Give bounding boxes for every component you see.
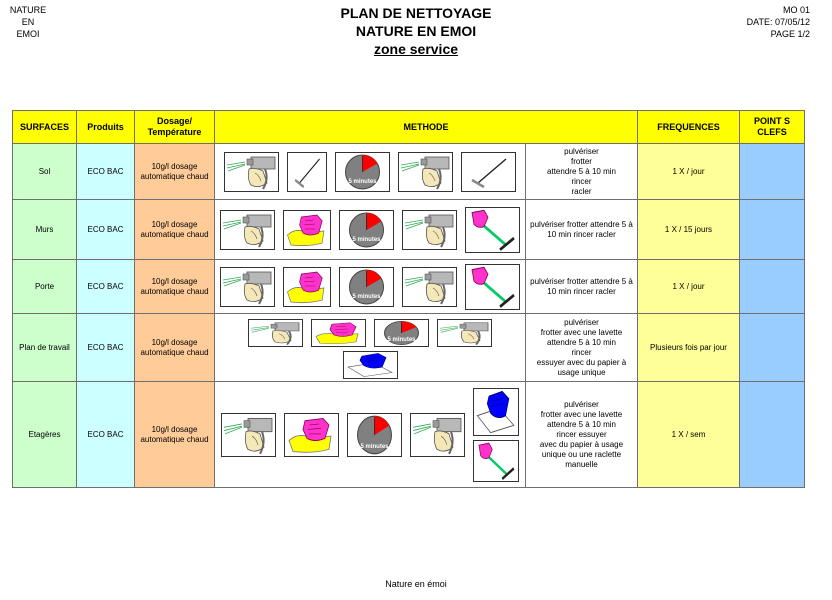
- method-description: pulvériser frotter attendre 5 à 10 min r…: [525, 143, 638, 200]
- wipe-paper-icon: [473, 388, 519, 436]
- spray-bottle-icon: [248, 319, 303, 347]
- clock-label: 5 minutes: [387, 337, 416, 343]
- key-points-cell: [739, 313, 805, 382]
- title-main: PLAN DE NETTOYAGE: [340, 5, 492, 21]
- spray-bottle-icon: [224, 151, 279, 192]
- product-cell: ECO BAC: [76, 143, 135, 200]
- header-frequences: FREQUENCES: [637, 110, 740, 144]
- dosage-cell: 10g/l dosage automatique chaud: [134, 313, 215, 382]
- dosage-cell: 10g/l dosage automatique chaud: [134, 259, 215, 314]
- table-row: Plan de travail ECO BAC 10g/l dosage aut…: [12, 313, 805, 382]
- clock-icon: 5 minutes: [347, 413, 402, 457]
- product-cell: ECO BAC: [76, 313, 135, 382]
- scrub-cloth-icon: [284, 413, 339, 457]
- frequency-cell: Plusieurs fois par jour: [637, 313, 740, 382]
- clock-icon: 5 minutes: [339, 209, 394, 250]
- floor-squeegee-icon: [287, 151, 327, 192]
- title-zone: zone service: [373, 41, 459, 57]
- header-produits: Produits: [76, 110, 135, 144]
- page-footer: Nature en émoi: [385, 579, 447, 589]
- frequency-cell: 1 X / jour: [637, 259, 740, 314]
- table-row: Sol ECO BAC 10g/l dosage automatique cha…: [12, 143, 805, 200]
- cleaning-plan-table: SURFACES Produits Dosage/ Température ME…: [12, 110, 805, 488]
- frequency-cell: 1 X / jour: [637, 143, 740, 200]
- table-header-row: SURFACES Produits Dosage/ Température ME…: [12, 110, 805, 144]
- wipe-paper-icon: [342, 351, 398, 379]
- product-cell: ECO BAC: [76, 199, 135, 260]
- clock-label: 5 minutes: [348, 178, 377, 185]
- company-name-line: NATURE: [9, 5, 47, 15]
- clock-icon: 5 minutes: [335, 151, 390, 192]
- surface-cell: Etagères: [12, 381, 77, 488]
- rinse-spray-icon: [398, 151, 453, 192]
- company-name-line: EN: [21, 17, 35, 27]
- document-meta: MO 01 DATE: 07/05/12 PAGE 1/2: [747, 4, 810, 40]
- rinse-spray-icon: [402, 209, 457, 250]
- title-company: NATURE EN EMOI: [355, 23, 477, 39]
- header-methode: METHODE: [214, 110, 638, 144]
- spray-bottle-icon: [220, 209, 275, 250]
- key-points-cell: [739, 199, 805, 260]
- method-description: pulvériser frotter avec une lavette atte…: [525, 313, 638, 382]
- method-pictograms: 5 minutes: [214, 259, 526, 314]
- header-points-clefs: POINT S CLEFS: [739, 110, 805, 144]
- method-description: pulvériser frotter attendre 5 à 10 min r…: [525, 199, 638, 260]
- frequency-cell: 1 X / sem: [637, 381, 740, 488]
- method-pictograms: 5 minutes: [214, 199, 526, 260]
- document-page: PAGE 1/2: [770, 29, 810, 39]
- rinse-spray-icon: [402, 266, 457, 307]
- wall-squeegee-icon: [465, 263, 520, 310]
- final-step-stack: [469, 386, 523, 484]
- surface-cell: Sol: [12, 143, 77, 200]
- method-pictograms: 5 minutes: [214, 313, 526, 382]
- product-cell: ECO BAC: [76, 259, 135, 314]
- scrub-cloth-icon: [283, 209, 331, 250]
- clock-label: 5 minutes: [352, 293, 381, 300]
- method-description: pulvériser frotter avec une lavette atte…: [525, 381, 638, 488]
- frequency-cell: 1 X / 15 jours: [637, 199, 740, 260]
- key-points-cell: [739, 143, 805, 200]
- document-code: MO 01: [782, 5, 810, 15]
- dosage-cell: 10g/l dosage automatique chaud: [134, 381, 215, 488]
- floor-squeegee-icon: [461, 151, 516, 192]
- dosage-cell: 10g/l dosage automatique chaud: [134, 143, 215, 200]
- rinse-spray-icon: [410, 413, 465, 457]
- scrub-cloth-icon: [283, 266, 331, 307]
- document-date: DATE: 07/05/12: [746, 17, 810, 27]
- clock-label: 5 minutes: [352, 236, 381, 243]
- method-pictograms: 5 minutes: [214, 143, 526, 200]
- table-row: Etagères ECO BAC 10g/l dosage automatiqu…: [12, 381, 805, 488]
- header-surfaces: SURFACES: [12, 110, 77, 144]
- header-dosage: Dosage/ Température: [134, 110, 215, 144]
- document-title: PLAN DE NETTOYAGE NATURE EN EMOI zone se…: [0, 4, 832, 58]
- clock-label: 5 minutes: [360, 444, 389, 450]
- company-name-line: EMOI: [16, 29, 40, 39]
- rinse-spray-icon: [437, 319, 492, 347]
- spray-bottle-icon: [220, 266, 275, 307]
- table-row: Porte ECO BAC 10g/l dosage automatique c…: [12, 259, 805, 314]
- clock-icon: 5 minutes: [374, 319, 429, 347]
- method-pictograms: 5 minutes: [214, 381, 526, 488]
- key-points-cell: [739, 259, 805, 314]
- surface-cell: Murs: [12, 199, 77, 260]
- spray-bottle-icon: [221, 413, 276, 457]
- key-points-cell: [739, 381, 805, 488]
- table-row: Murs ECO BAC 10g/l dosage automatique ch…: [12, 199, 805, 260]
- wall-squeegee-icon: [473, 440, 519, 482]
- surface-cell: Porte: [12, 259, 77, 314]
- company-name: NATURE EN EMOI: [4, 4, 52, 40]
- wall-squeegee-icon: [465, 206, 520, 253]
- scrub-cloth-icon: [311, 319, 366, 347]
- surface-cell: Plan de travail: [12, 313, 77, 382]
- dosage-cell: 10g/l dosage automatique chaud: [134, 199, 215, 260]
- method-description: pulvériser frotter attendre 5 à 10 min r…: [525, 259, 638, 314]
- clock-icon: 5 minutes: [339, 266, 394, 307]
- product-cell: ECO BAC: [76, 381, 135, 488]
